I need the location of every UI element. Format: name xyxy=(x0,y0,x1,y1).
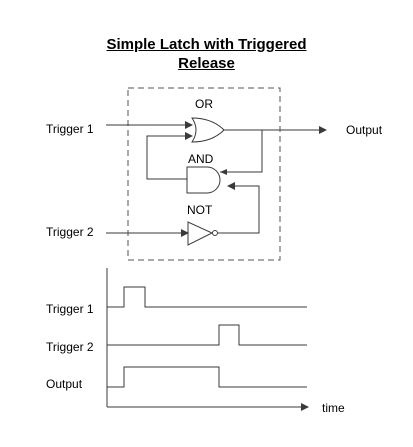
or-gate-symbol xyxy=(191,117,225,143)
and-gate-label: AND xyxy=(188,152,214,166)
and-gate-symbol xyxy=(186,166,221,194)
timing-trigger2-label: Trigger 2 xyxy=(46,340,94,354)
and-to-or-feedback-wire xyxy=(146,132,193,180)
output-waveform xyxy=(107,366,307,388)
output-label: Output xyxy=(346,123,383,137)
timing-output-label: Output xyxy=(46,377,83,391)
latch-enclosure-box xyxy=(127,87,281,261)
timing-waveforms xyxy=(107,286,307,388)
not-gate-bubble xyxy=(212,230,218,236)
not-gate-label: NOT xyxy=(187,203,213,217)
timing-trigger1-label: Trigger 1 xyxy=(46,302,94,316)
title-line-1: Simple Latch with Triggered xyxy=(106,36,307,53)
trigger2-waveform xyxy=(107,324,307,346)
feedback-arrowhead xyxy=(220,169,227,175)
title-line-2: Release xyxy=(178,55,235,72)
or-gate-label: OR xyxy=(195,97,213,111)
trigger1-waveform xyxy=(107,286,307,308)
diagram-title: Simple Latch with Triggered Release xyxy=(0,35,413,73)
not-gate-symbol xyxy=(187,221,214,246)
not-to-and-wire xyxy=(218,182,260,234)
time-axis-label: time xyxy=(322,401,345,415)
output-feedback-wire xyxy=(220,130,263,173)
trigger1-input-label: Trigger 1 xyxy=(46,122,94,136)
trigger2-input-label: Trigger 2 xyxy=(46,225,94,239)
